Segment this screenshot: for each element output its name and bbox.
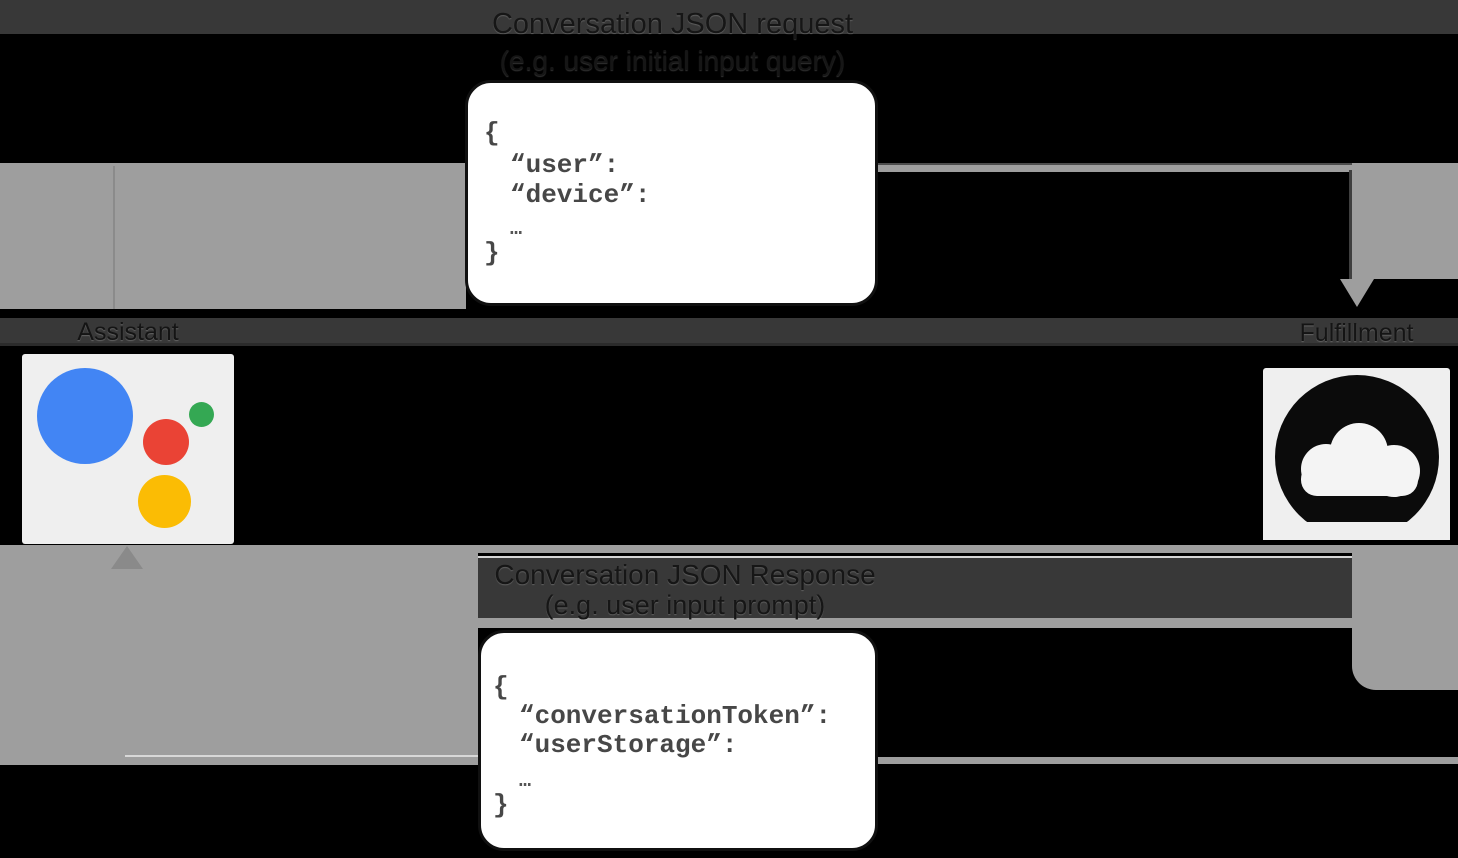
- bottom-title-band: [478, 556, 1352, 618]
- fulfillment-box: [1263, 368, 1450, 540]
- assistant-yellow-circle: [138, 475, 191, 528]
- bottom-arrow-right-region: [1352, 545, 1458, 690]
- request-json-open-brace: {: [484, 118, 500, 148]
- top-title-band-2: [0, 0, 1458, 32]
- response-json-ellipsis: …: [519, 770, 532, 793]
- arrowhead-up-icon: [111, 546, 143, 569]
- assistant-label: Assistant: [77, 318, 179, 346]
- request-json-close-brace: }: [484, 238, 500, 268]
- request-json-device-field: “device”:: [510, 180, 651, 210]
- top-arrow-label-line1: Conversation JSON request: [491, 8, 854, 40]
- response-json-open-brace: {: [493, 672, 509, 702]
- response-json-box: { “conversationToken”: “userStorage”: … …: [478, 630, 878, 851]
- top-arrow-right-line: [1349, 170, 1352, 279]
- request-json-box: { “user”: “device”: … }: [465, 80, 878, 306]
- request-json-user-field: “user”:: [510, 150, 620, 180]
- bottom-arrow-left-region: [0, 545, 478, 765]
- bottom-arrow-label-line1: Conversation JSON Response: [494, 559, 876, 590]
- request-json-ellipsis: …: [510, 218, 523, 241]
- assistant-green-circle: [189, 402, 214, 427]
- top-arrow-left-line: [113, 166, 115, 309]
- response-json-close-brace: }: [493, 790, 509, 820]
- bottom-arrow-mid-band: [478, 618, 1352, 628]
- fulfillment-label: Fulfillment: [1299, 319, 1414, 347]
- top-arrow-left-region: [0, 163, 466, 309]
- response-json-storage-field: “userStorage”:: [519, 730, 738, 760]
- bottom-arrow-shaft-highlight: [125, 755, 481, 757]
- bottom-arrow-label-line2: (e.g. user input prompt): [544, 590, 826, 620]
- top-arrow-right-region: [1352, 163, 1458, 279]
- cloud-icon: [1263, 375, 1450, 540]
- endpoint-label-band: [0, 318, 1458, 346]
- bottom-arrow-top-band: [0, 545, 1458, 553]
- assistant-red-circle: [143, 419, 189, 465]
- assistant-blue-circle: [37, 368, 133, 464]
- arrowhead-down-icon: [1340, 279, 1374, 307]
- top-arrow-label-line2: (e.g. user initial input query): [499, 45, 846, 76]
- response-json-token-field: “conversationToken”:: [519, 701, 832, 731]
- google-assistant-logo-icon: [22, 354, 234, 544]
